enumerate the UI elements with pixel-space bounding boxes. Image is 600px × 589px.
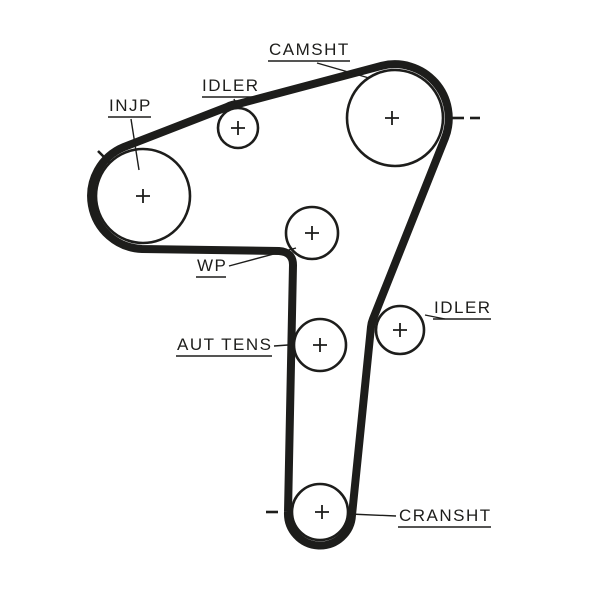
label-injp: INJP xyxy=(109,96,152,115)
leader-crankshaft xyxy=(349,513,397,517)
label-camshaft: CAMSHT xyxy=(269,40,350,59)
plus-icon-water-pump xyxy=(305,226,319,240)
timing-belt-path xyxy=(87,60,453,550)
leader-water-pump xyxy=(228,247,297,267)
label-underlines xyxy=(108,60,491,528)
leader-injp xyxy=(130,118,140,171)
label-idler-top: IDLER xyxy=(202,76,260,95)
leader-lines xyxy=(130,62,446,517)
pulley-center-marks xyxy=(136,111,407,519)
plus-icon-idler-right xyxy=(393,323,407,337)
leader-idler-top xyxy=(233,98,238,108)
labels: CAMSHT IDLER INJP WP AUT TENS IDLER CRAN… xyxy=(109,40,492,525)
leader-camshaft xyxy=(316,62,370,79)
plus-icon-injp xyxy=(136,189,150,203)
label-idler-right: IDLER xyxy=(434,298,492,317)
plus-icon-camshaft xyxy=(385,111,399,125)
leader-tensioner xyxy=(273,344,289,347)
plus-icon-crankshaft xyxy=(315,505,329,519)
label-water-pump: WP xyxy=(197,256,227,275)
plus-icon-tensioner xyxy=(313,338,327,352)
plus-icon-idler-top xyxy=(231,121,245,135)
label-crankshaft: CRANSHT xyxy=(399,506,492,525)
label-tensioner: AUT TENS xyxy=(177,335,272,354)
